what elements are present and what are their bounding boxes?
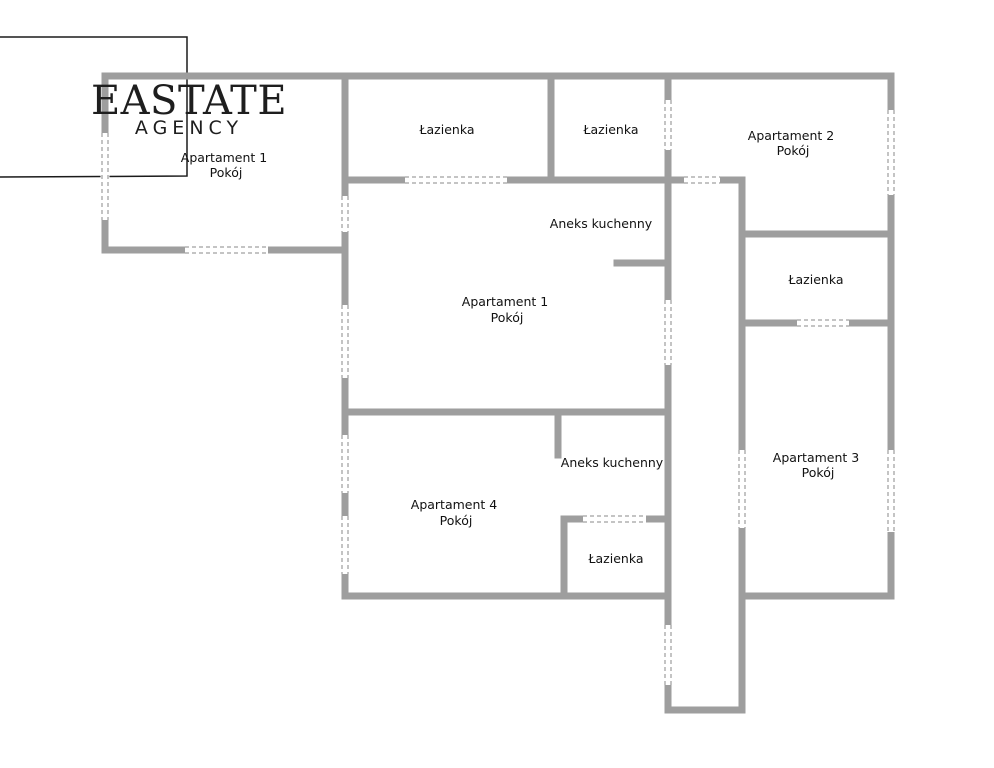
room-apartament-1-pokoj-main: Apartament 1 Pokój <box>462 294 552 325</box>
window-x668-b <box>663 300 673 365</box>
room-lazienka-2: Łazienka <box>582 122 638 137</box>
room-apartament-2-pokoj: Apartament 2 Pokój <box>748 128 838 158</box>
logo-main-text: EASTATE <box>91 78 287 124</box>
window-right-upper <box>886 110 896 195</box>
window-left-upper <box>100 133 110 220</box>
window-x345-b <box>340 305 350 378</box>
room-aneks-kuchenny-1: Aneks kuchenny <box>550 216 653 231</box>
window-x742 <box>737 450 747 528</box>
room-labels: Apartament 1 Pokój Łazienka Łazienka Apa… <box>181 122 863 566</box>
door-corridor-top <box>684 175 720 185</box>
window-x345-c <box>340 435 350 493</box>
window-right-lower <box>886 450 896 532</box>
room-lazienka-4: Łazienka <box>587 551 643 566</box>
logo: EASTATE AGENCY <box>91 78 287 139</box>
window-x345-a <box>340 196 350 232</box>
window-x345-d <box>340 516 350 574</box>
room-aneks-kuchenny-2: Aneks kuchenny <box>561 455 664 470</box>
room-lazienka-3: Łazienka <box>787 272 843 287</box>
door-apartment-1-upper <box>185 245 268 255</box>
openings <box>100 100 896 685</box>
logo-sub-text: AGENCY <box>135 117 243 139</box>
room-apartament-3-pokoj: Apartament 3 Pokój <box>773 450 863 480</box>
window-x668-a <box>663 100 673 150</box>
room-lazienka-1: Łazienka <box>418 122 474 137</box>
window-x668-c <box>663 625 673 685</box>
door-lazienka-3 <box>797 318 849 328</box>
door-lazienka-4 <box>583 514 646 524</box>
room-apartament-4-pokoj: Apartament 4 Pokój <box>411 497 501 528</box>
door-lazienka-1 <box>405 175 507 185</box>
logo-frame <box>0 36 188 178</box>
room-apartament-1-pokoj-upper: Apartament 1 Pokój <box>181 150 271 180</box>
